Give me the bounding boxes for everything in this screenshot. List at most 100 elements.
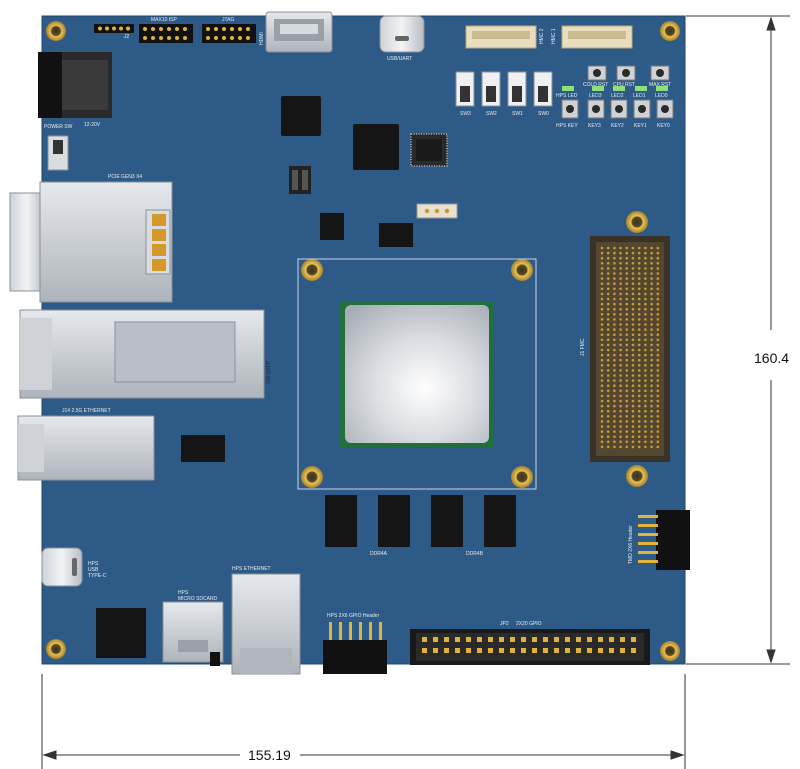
fmc-pin [606, 251, 610, 255]
fmc-pin [656, 440, 660, 444]
j2-header: J2 [94, 24, 134, 40]
fmc-pin [637, 409, 641, 413]
gpio-pin [466, 637, 471, 642]
fmc-pin [606, 369, 610, 372]
fmc-pin [650, 445, 653, 449]
fmc-pin [644, 318, 647, 321]
fmc-pin [637, 384, 641, 388]
fmc-pin [606, 287, 610, 291]
fmc-pin [606, 415, 610, 418]
fmc-pin [644, 282, 647, 286]
gpio-pin [554, 637, 559, 642]
fmc-pin [600, 353, 604, 357]
fmc-pin [606, 277, 610, 280]
fmc-pin [606, 374, 610, 377]
fmc-pin [644, 343, 647, 347]
fmc-pin [656, 302, 660, 306]
fmc-pin [613, 251, 616, 255]
fmc-pin [600, 415, 604, 418]
fmc-pin [619, 251, 622, 255]
fmc-pin [625, 430, 629, 433]
fmc-pin [637, 292, 641, 296]
fmc-pin [631, 338, 635, 342]
fmc-pin [631, 328, 635, 331]
led2-label: LED2 [611, 93, 624, 99]
fmc-pin [625, 333, 629, 337]
fmc-pin [600, 348, 604, 352]
fmc-pin [656, 292, 660, 296]
fmc-pin [656, 338, 660, 342]
fmc-pin [600, 323, 604, 326]
fmc-pin [613, 409, 616, 413]
fmc-pin [613, 425, 616, 428]
gpio-pin [587, 648, 592, 653]
gpio-pin [609, 637, 614, 642]
width-dimension-label: 155.19 [248, 747, 291, 763]
fmc-pin [613, 302, 616, 306]
fmc-pin [600, 425, 604, 428]
fmc-pin [656, 251, 660, 255]
fmc-pin [650, 399, 653, 403]
fmc-pin [637, 430, 641, 433]
fmc-pin [619, 307, 622, 311]
fmc-pin [644, 287, 647, 291]
fmc-pin [606, 246, 610, 250]
tmd-label: TMD 2X6 Header [628, 525, 634, 564]
gpio-pin [433, 637, 438, 642]
fmc-pin [656, 318, 660, 321]
fmc-pin [650, 369, 653, 372]
fmc-pin [637, 394, 641, 398]
fmc-pin [606, 420, 610, 423]
fmc-pin [625, 379, 629, 382]
fmc-pin [656, 369, 660, 372]
fmc-pin [644, 292, 647, 296]
fmc-pin [613, 297, 616, 301]
fmc-pin [656, 282, 660, 286]
fmc-pin [613, 262, 616, 265]
ethernet-25g: J14 2.5G ETHERNET [17, 408, 155, 481]
pcie-label: PCIE GEN3 X4 [108, 174, 142, 180]
fmc-pin [644, 445, 647, 449]
fmc-pin [631, 272, 635, 275]
fmc-connector: J1 FMC [580, 236, 670, 462]
led0-label: LED0 [655, 93, 668, 99]
fmc-pin [637, 267, 641, 270]
fmc-pin [644, 297, 647, 301]
fmc-pin [644, 262, 647, 265]
fmc-pin [625, 409, 629, 413]
ic-chip-1 [281, 96, 321, 136]
fmc-pin [625, 272, 629, 275]
gpio-pin [455, 637, 460, 642]
fmc-pin [650, 358, 653, 362]
fmc-pin [600, 404, 604, 408]
fmc-pin [644, 379, 647, 382]
fmc-pin [656, 425, 660, 428]
gpio-pin [444, 637, 449, 642]
fmc-pin [650, 348, 653, 352]
hps-sd-label-2: MICRO SDCARD [178, 596, 218, 602]
fmc-pin [650, 251, 653, 255]
fmc-pin [650, 364, 653, 367]
gpio-pin [543, 637, 548, 642]
width-dimension [41, 674, 686, 769]
fmc-pin [631, 435, 635, 439]
fmc-pin [656, 435, 660, 439]
fmc-pin [650, 394, 653, 398]
mounting-holes [46, 21, 680, 661]
hps-ethernet: HPS ETHERNET [231, 566, 301, 675]
fmc-pin [619, 328, 622, 331]
fmc-pin [619, 267, 622, 270]
fmc-pin [637, 445, 641, 449]
fmc-pin [644, 420, 647, 423]
fmc-pin [631, 430, 635, 433]
fmc-pin [606, 302, 610, 306]
fmc-pin [637, 364, 641, 367]
fmc-pin [650, 277, 653, 280]
fmc-pin [656, 277, 660, 280]
ic-chip-4 [379, 223, 413, 247]
fmc-pin [650, 302, 653, 306]
gpio-pin [455, 648, 460, 653]
fmc-pin [625, 307, 629, 311]
fmc-pin [619, 409, 622, 413]
